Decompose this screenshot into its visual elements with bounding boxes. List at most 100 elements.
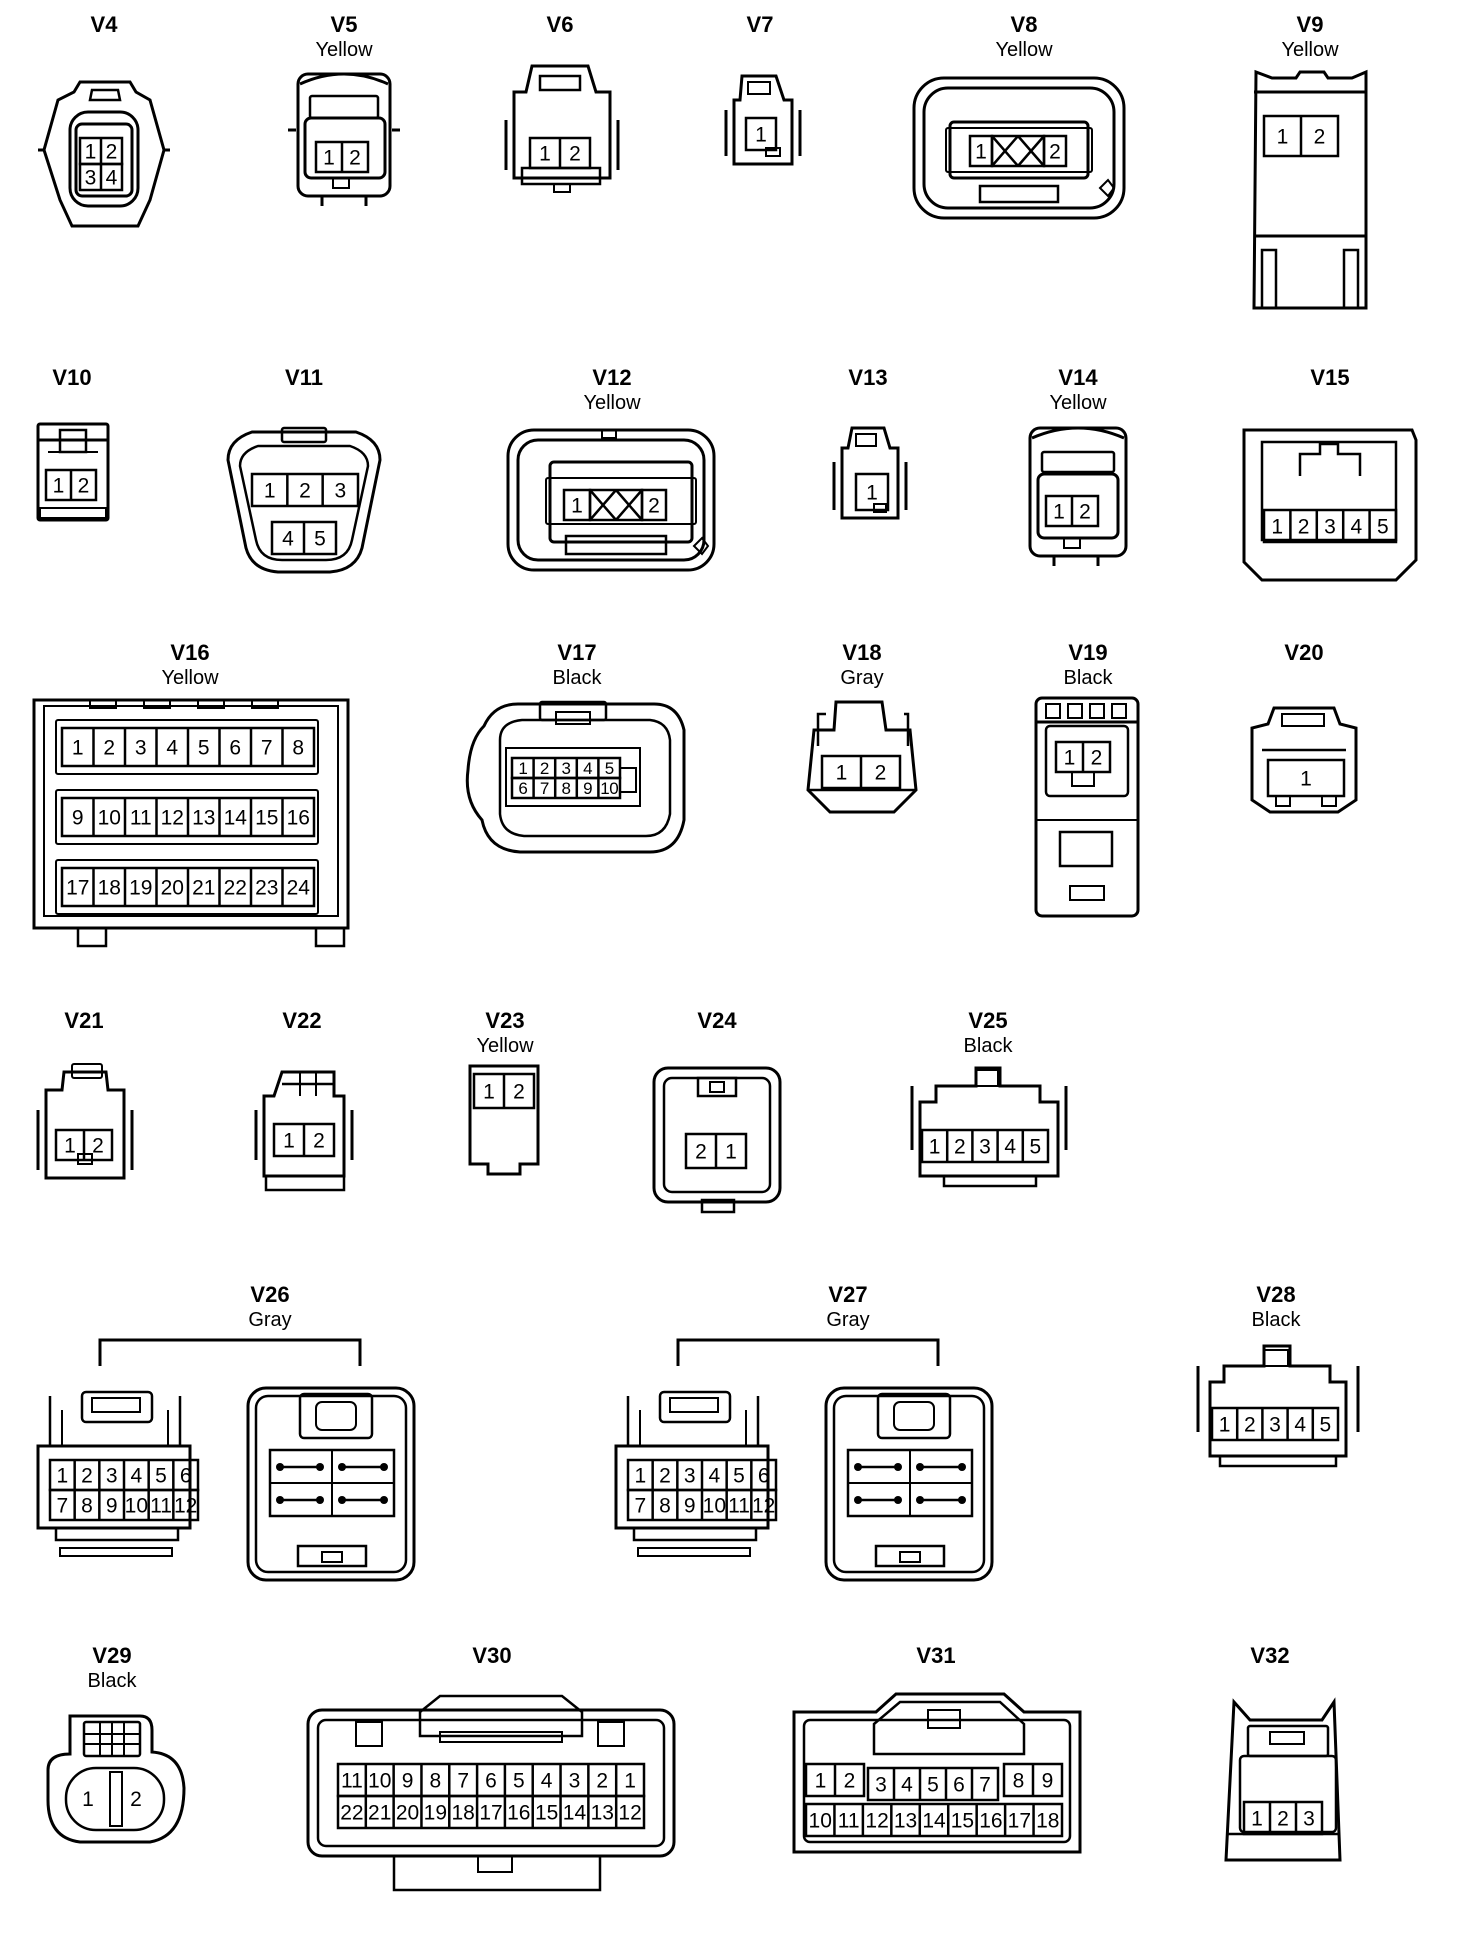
pin-label: 2 — [299, 480, 311, 503]
connector-code: V12 — [592, 365, 631, 390]
pin-label: 3 — [979, 1136, 991, 1159]
pin-label: 3 — [334, 480, 346, 503]
pin-label: 2 — [92, 1135, 104, 1158]
pin-label: 6 — [953, 1774, 965, 1797]
pin-label: 7 — [979, 1774, 991, 1797]
pin-label: 2 — [569, 143, 581, 166]
pin-label: 2 — [1049, 141, 1061, 164]
connector-color: Black — [88, 1670, 138, 1692]
pin-label: 1 — [64, 1135, 76, 1158]
pin-label: 2 — [1244, 1414, 1256, 1437]
pin-label: 2 — [540, 759, 549, 778]
pin-label: 11 — [341, 1770, 363, 1793]
pin-label: 13 — [192, 807, 215, 830]
connector-code: V22 — [282, 1008, 321, 1033]
pin-label: 11 — [838, 1810, 860, 1833]
pin-label: 1 — [1053, 501, 1065, 524]
pin-label: 14 — [563, 1802, 587, 1825]
pin-label: 1 — [815, 1770, 827, 1793]
connector-color: Yellow — [1281, 39, 1339, 61]
pin-label: 2 — [1091, 747, 1103, 770]
connector-code: V20 — [1284, 640, 1323, 665]
pin-label: 16 — [507, 1802, 530, 1825]
pin-label: 11 — [150, 1495, 172, 1518]
connector-color: Black — [1252, 1309, 1302, 1331]
connector-color: Black — [1064, 667, 1114, 689]
pin-label: 1 — [1277, 126, 1289, 149]
connector-code: V18 — [842, 640, 881, 665]
connector-code: V19 — [1068, 640, 1107, 665]
pin-label: 6 — [518, 779, 527, 798]
pin-label: 8 — [430, 1770, 442, 1793]
pin-label: 24 — [287, 877, 311, 900]
connector-code: V11 — [285, 365, 323, 390]
pin-label: 4 — [282, 528, 294, 551]
pin-label: 1 — [1251, 1808, 1263, 1831]
pin-label: 2 — [1079, 501, 1091, 524]
pin-label: 4 — [708, 1465, 720, 1488]
pin-label: 20 — [161, 877, 184, 900]
pin-label: 1 — [624, 1770, 636, 1793]
pin-label: 1 — [1300, 768, 1312, 791]
pin-label: 1 — [323, 147, 335, 170]
pin-label: 10 — [703, 1495, 726, 1518]
pin-label: 18 — [452, 1802, 475, 1825]
pin-label: 2 — [513, 1081, 525, 1104]
pin-label: 14 — [224, 807, 248, 830]
pin-label: 5 — [605, 759, 614, 778]
pin-label: 16 — [287, 807, 310, 830]
connector-code: V26 — [250, 1282, 289, 1307]
pin-label: 10 — [600, 779, 618, 798]
pin-label: 12 — [161, 807, 184, 830]
pin-label: 10 — [98, 807, 121, 830]
pin-label: 10 — [809, 1810, 832, 1833]
pin-label: 17 — [479, 1802, 502, 1825]
connector-color: Gray — [826, 1309, 869, 1331]
pin-label: 3 — [569, 1770, 581, 1793]
connector-code: V24 — [697, 1008, 737, 1033]
pin-label: 4 — [1004, 1136, 1016, 1159]
pin-label: 4 — [541, 1770, 553, 1793]
pin-label: 15 — [535, 1802, 558, 1825]
pin-label: 6 — [229, 737, 241, 760]
pin-label: 3 — [562, 759, 571, 778]
pin-label: 5 — [1377, 516, 1389, 539]
connector-color: Yellow — [315, 39, 373, 61]
pin-label: 8 — [292, 737, 304, 760]
pin-label: 12 — [618, 1802, 641, 1825]
connector-color: Yellow — [476, 1035, 534, 1057]
connector-code: V32 — [1250, 1643, 1289, 1668]
pin-label: 4 — [166, 737, 178, 760]
pin-label: 12 — [174, 1495, 197, 1518]
pin-label: 17 — [66, 877, 89, 900]
connector-code: V6 — [547, 12, 574, 37]
pin-label: 1 — [53, 475, 65, 498]
connector-code: V27 — [828, 1282, 867, 1307]
connector-color: Yellow — [161, 667, 219, 689]
pin-label: 9 — [583, 779, 592, 798]
connector-code: V13 — [848, 365, 887, 390]
pin-label: 2 — [844, 1770, 856, 1793]
pin-label: 9 — [72, 807, 84, 830]
pin-label: 2 — [1298, 516, 1310, 539]
connector-code: V8 — [1011, 12, 1038, 37]
connector-code: V5 — [331, 12, 358, 37]
